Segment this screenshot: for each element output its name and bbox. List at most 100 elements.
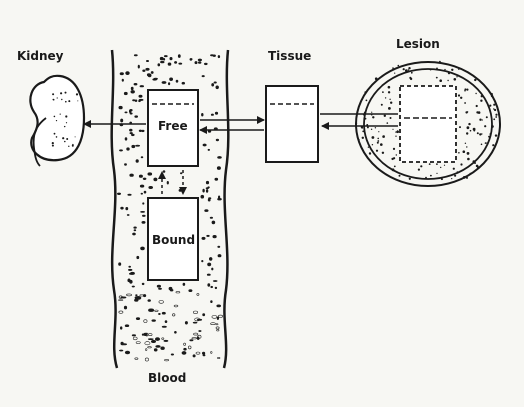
- blood-speckle-dot: [123, 305, 128, 310]
- blood-speckle-dot: [183, 342, 186, 346]
- blood-speckle-dot: [210, 322, 216, 326]
- lesion-speckle-dot: [365, 99, 368, 102]
- lesion-speckle-dot: [397, 64, 400, 67]
- blood-speckle-dot: [214, 177, 219, 181]
- blood-speckle-dot: [138, 94, 143, 98]
- lesion-speckle-dot: [387, 85, 391, 89]
- lesion-speckle-dot: [484, 125, 487, 128]
- lesion-speckle-dot: [494, 134, 498, 137]
- tissue-label: Tissue: [268, 49, 311, 63]
- blood-speckle-dot: [161, 325, 167, 328]
- blood-speckle-dot: [153, 177, 158, 182]
- lesion-speckle-dot: [389, 98, 391, 101]
- blood-speckle-dot: [120, 341, 124, 346]
- lesion-speckle-dot: [383, 114, 386, 118]
- blood-speckle-dot: [144, 341, 151, 346]
- blood-speckle-dot: [160, 60, 165, 64]
- blood-speckle-dot: [151, 339, 157, 343]
- lesion-speckle-dot: [484, 142, 487, 144]
- blood-speckle-dot: [163, 57, 166, 61]
- blood-speckle-dot: [132, 336, 138, 341]
- blood-speckle-dot: [166, 181, 169, 185]
- lesion-speckle-dot: [460, 163, 463, 166]
- blood-speckle-dot: [175, 79, 179, 83]
- lesion-speckle-dot: [380, 143, 383, 146]
- blood-speckle-dot: [217, 55, 221, 59]
- lesion-speckle-dot: [464, 102, 466, 104]
- lesion-speckle-dot: [476, 132, 479, 135]
- lesion-speckle-dot: [383, 135, 385, 137]
- lesion-speckle-dot: [382, 91, 384, 93]
- lesion-speckle-dot: [481, 133, 483, 135]
- blood-speckle-dot: [124, 350, 131, 355]
- blood-speckle-dot: [134, 99, 138, 102]
- blood-speckle-dot: [192, 354, 196, 358]
- lesion-speckle-dot: [451, 68, 454, 72]
- blood-speckle-dot: [146, 73, 151, 77]
- lesion-speckle-dot: [492, 144, 495, 147]
- blood-speckle-dot: [130, 90, 135, 94]
- lesion-speckle-dot: [381, 151, 385, 154]
- blood-speckle-dot: [189, 58, 193, 61]
- kidney-speckle-dot: [64, 140, 66, 143]
- blood-speckle-dot: [156, 284, 161, 288]
- free-compartment-box: [147, 89, 199, 167]
- blood-speckle-dot: [172, 313, 176, 317]
- lesion-speckle-dot: [398, 174, 401, 177]
- lesion-speckle-dot: [480, 99, 483, 102]
- blood-speckle-dot: [143, 190, 147, 194]
- blood-speckle-dot: [201, 112, 204, 117]
- lesion-speckle-dot: [495, 116, 498, 118]
- blood-speckle-dot: [205, 187, 209, 190]
- lesion-speckle-dot: [408, 67, 411, 70]
- blood-speckle-dot: [138, 129, 142, 133]
- blood-speckle-dot: [211, 267, 214, 271]
- blood-speckle-dot: [200, 194, 205, 199]
- blood-speckle-dot: [211, 315, 218, 319]
- blood-speckle-dot: [201, 260, 204, 263]
- lesion-label: Lesion: [396, 37, 440, 51]
- blood-speckle-dot: [148, 308, 155, 312]
- blood-speckle-dot: [211, 220, 216, 225]
- lesion-speckle-dot: [384, 97, 387, 99]
- blood-speckle-dot: [205, 180, 210, 185]
- kidney-shape: [29, 74, 86, 162]
- blood-speckle-dot: [124, 324, 130, 328]
- lesion-speckle-dot: [377, 140, 380, 142]
- lesion-speckle-dot: [396, 130, 400, 134]
- lesion-speckle-dot: [456, 76, 458, 78]
- blood-speckle-dot: [123, 91, 128, 96]
- lesion-speckle-dot: [392, 128, 394, 130]
- lesion-speckle-dot: [395, 131, 397, 133]
- blood-speckle-dot: [125, 71, 130, 76]
- blood-speckle-dot: [140, 246, 145, 251]
- lesion-speckle-dot: [436, 163, 438, 166]
- lesion-speckle-dot: [387, 91, 391, 94]
- blood-speckle-dot: [201, 236, 206, 240]
- blood-speckle-dot: [129, 112, 133, 115]
- lesion-speckle-dot: [378, 131, 380, 133]
- kidney-speckle-dot: [52, 98, 55, 101]
- lesion-speckle-dot: [372, 116, 375, 119]
- blood-speckle-dot: [202, 354, 206, 357]
- blood-speckle-dot: [196, 336, 200, 340]
- lesion-speckle-dot: [464, 88, 467, 91]
- blood-speckle-dot: [131, 334, 136, 337]
- blood-speckle-dot: [167, 62, 172, 66]
- lesion-speckle-dot: [428, 163, 431, 166]
- blood-speckle-dot: [155, 345, 161, 348]
- lesion-speckle-dot: [481, 119, 483, 121]
- blood-speckle-dot: [151, 319, 156, 322]
- kidney-speckle-dot: [65, 100, 67, 103]
- blood-speckle-dot: [140, 192, 144, 195]
- blood-speckle-dot: [125, 207, 129, 211]
- lesion-speckle-dot: [464, 142, 467, 144]
- blood-speckle-dot: [189, 339, 194, 342]
- lesion-speckle-dot: [475, 104, 478, 108]
- blood-speckle-dot: [173, 304, 179, 308]
- blood-speckle-dot: [208, 197, 212, 200]
- blood-speckle-dot: [217, 245, 221, 248]
- lesion-speckle-dot: [453, 78, 457, 81]
- lesion-speckle-dot: [494, 108, 497, 112]
- kidney-speckle-dot: [51, 142, 54, 145]
